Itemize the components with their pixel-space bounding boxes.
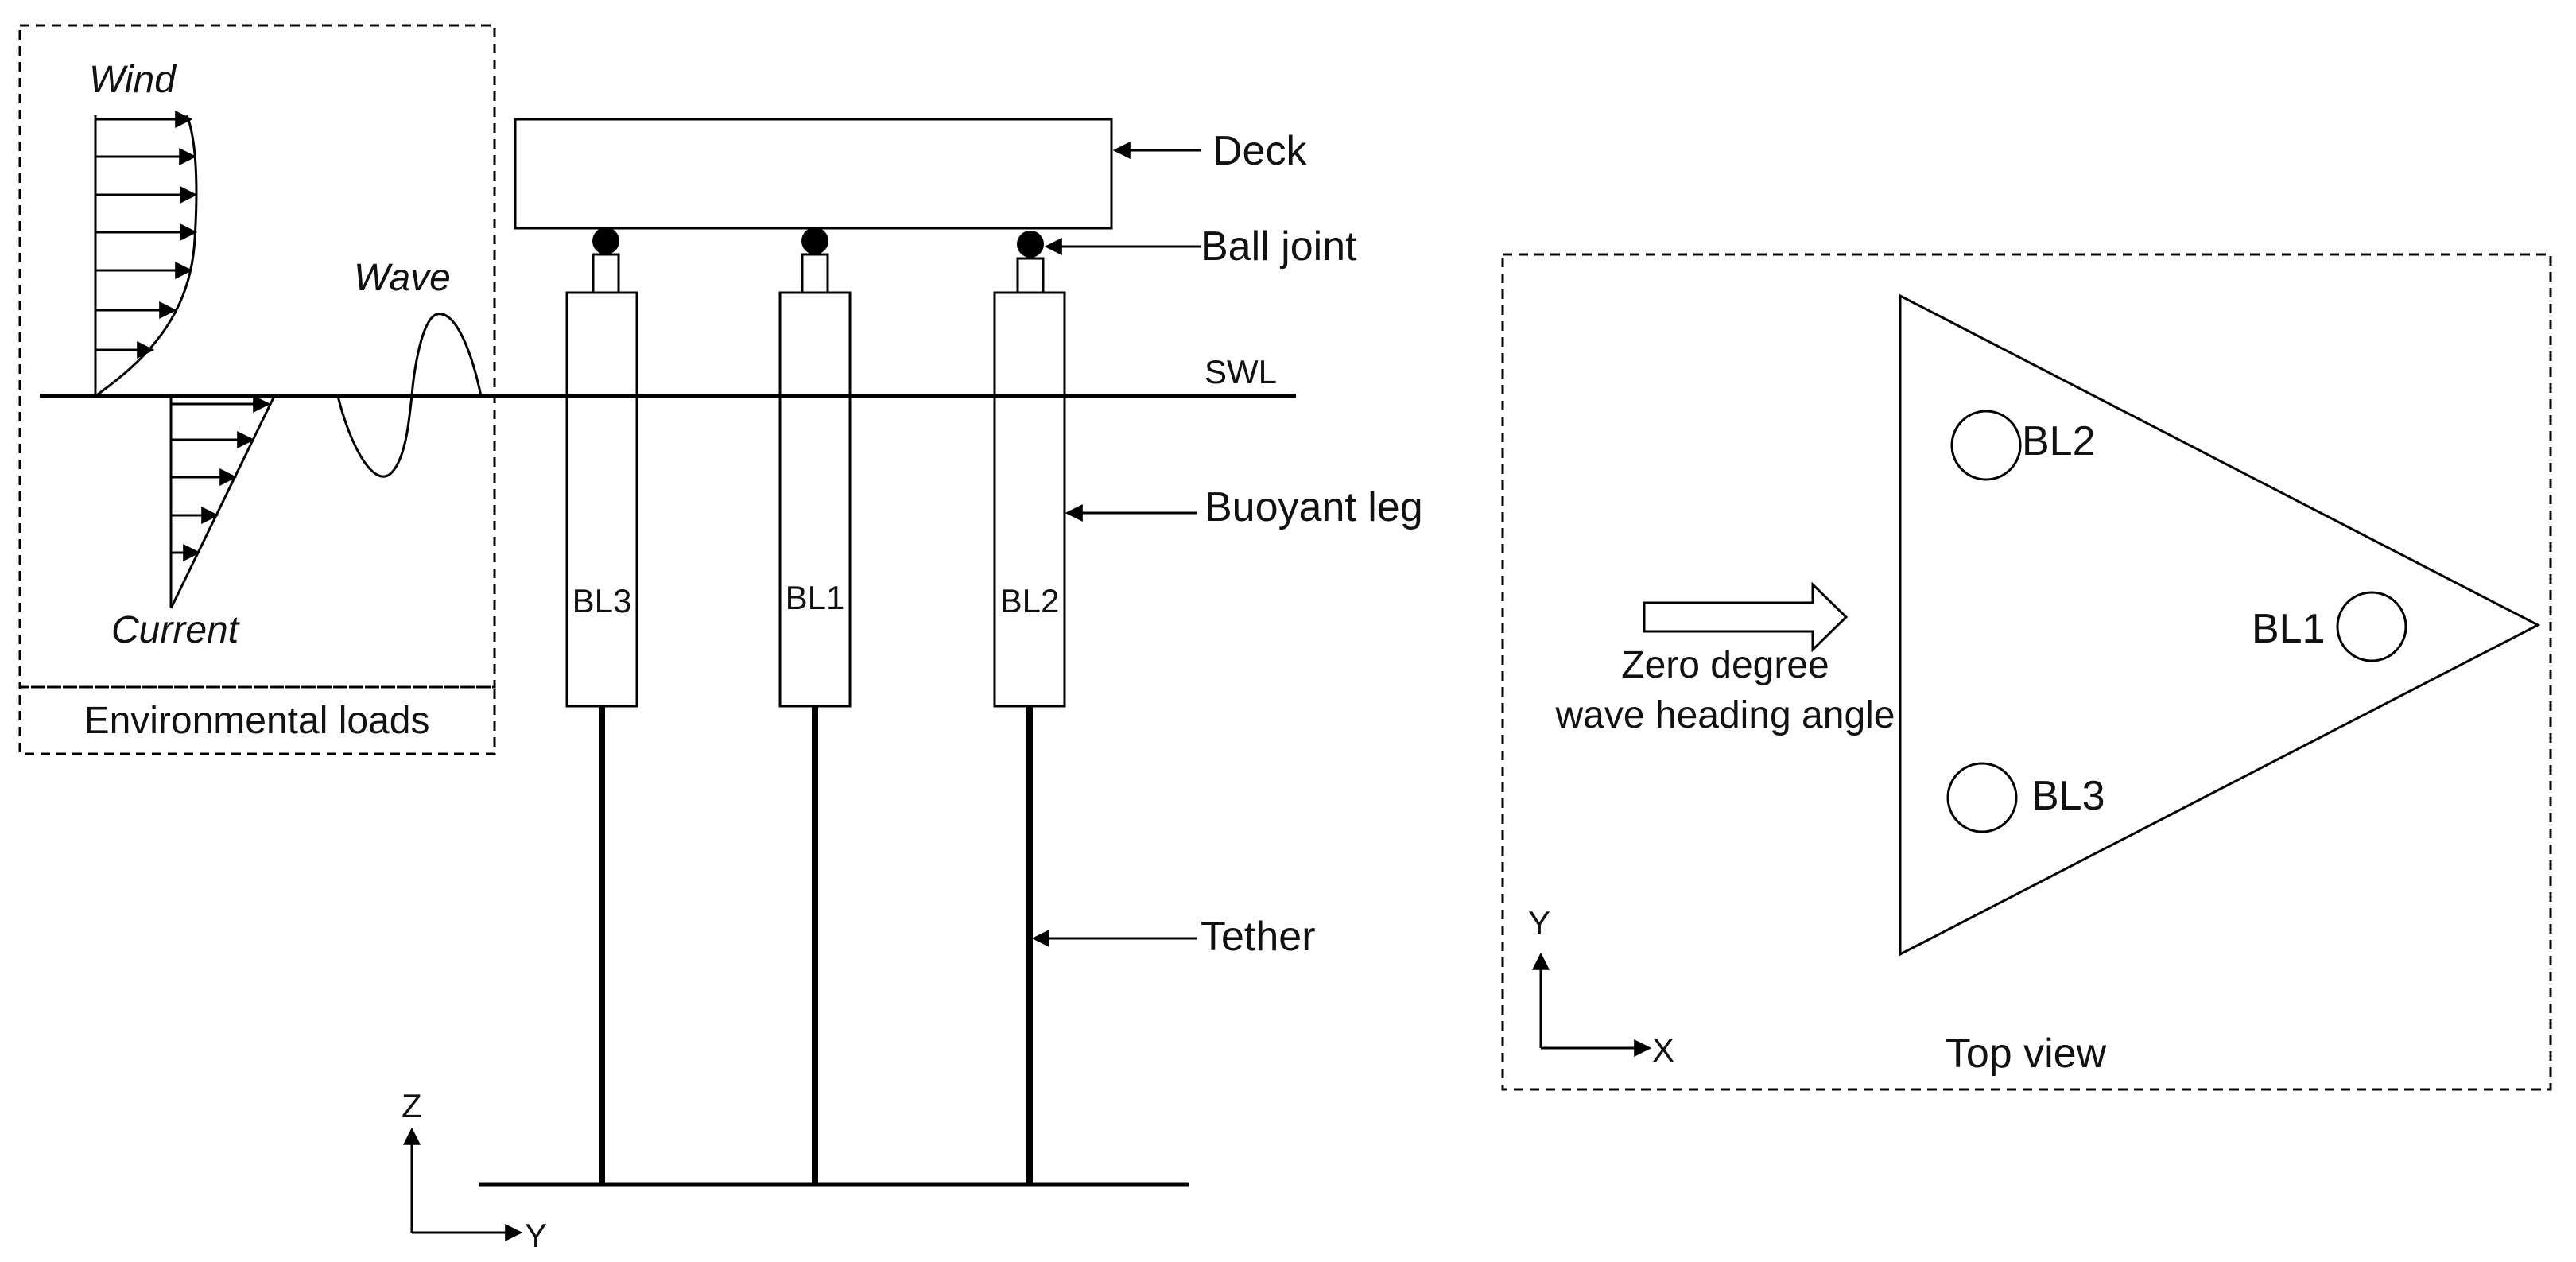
buoyant-leg-bl1 (778, 291, 852, 708)
env-loads-caption: Environmental loads (84, 700, 430, 742)
wave-label: Wave (354, 257, 451, 299)
y-axis-label: Y (525, 1217, 547, 1254)
ball-joint (592, 227, 619, 254)
buoyant-leg-bl2 (993, 291, 1066, 708)
current-label: Current (111, 609, 240, 651)
buoyant-leg-label: Buoyant leg (1205, 484, 1423, 530)
joint-connector (592, 253, 620, 294)
leg-label-bl2: BL2 (1000, 582, 1060, 619)
platform-triangle (1899, 293, 2541, 957)
top-leg-bl2 (1950, 410, 2022, 481)
top-view-caption: Top view (1946, 1031, 2107, 1077)
wave-heading-line1: Zero degree (1621, 644, 1829, 686)
wind-curve (95, 115, 198, 398)
current-profile: Current (111, 395, 276, 651)
deck (514, 118, 1113, 230)
z-axis-label: Z (402, 1087, 422, 1124)
environmental-loads-panel: Environmental loads Wind Current (18, 24, 496, 755)
top-view-axes: Y X (1528, 904, 1674, 1069)
top-leg-label-bl1: BL1 (2252, 606, 2326, 652)
wind-label: Wind (89, 59, 177, 101)
joint-connector (1016, 257, 1045, 294)
leg-label-bl3: BL3 (572, 582, 632, 619)
top-y-axis-label: Y (1528, 904, 1550, 942)
ball-joint-label: Ball joint (1201, 223, 1357, 270)
top-leg-label-bl2: BL2 (2022, 418, 2096, 464)
joint-connector (801, 253, 829, 294)
env-loads-box (18, 24, 496, 689)
top-view-panel: BL2 BL1 BL3 Zero degree wave heading ang… (1501, 253, 2552, 1091)
buoyant-leg-bl3 (565, 291, 638, 708)
ball-joint-bl2 (1016, 231, 1045, 294)
env-loads-caption-box (18, 685, 496, 755)
top-leg-bl3 (1946, 762, 2018, 833)
top-leg-bl1 (2336, 591, 2407, 662)
ball-joint-bl3 (592, 227, 620, 294)
swl-label: SWL (1205, 353, 1277, 390)
wind-profile: Wind (89, 59, 198, 398)
top-x-axis-label: X (1652, 1031, 1674, 1069)
top-leg-label-bl3: BL3 (2031, 773, 2105, 819)
side-view: SWL Deck Ball joint BL3 BL1 BL2 Buoyant … (40, 118, 1423, 1254)
ball-joint (801, 227, 828, 254)
wave-heading-line2: wave heading angle (1554, 694, 1895, 736)
top-view-box (1501, 253, 2552, 1091)
tether-label: Tether (1201, 914, 1316, 960)
wave-heading-arrow-icon (1643, 581, 1849, 653)
leg-label-bl1: BL1 (786, 579, 845, 616)
wave-symbol: Wave (336, 257, 483, 478)
ball-joint (1017, 231, 1044, 258)
current-slope (169, 395, 276, 609)
deck-label: Deck (1212, 128, 1307, 174)
side-view-axes: Z Y (402, 1087, 547, 1254)
ball-joint-bl1 (801, 227, 829, 294)
